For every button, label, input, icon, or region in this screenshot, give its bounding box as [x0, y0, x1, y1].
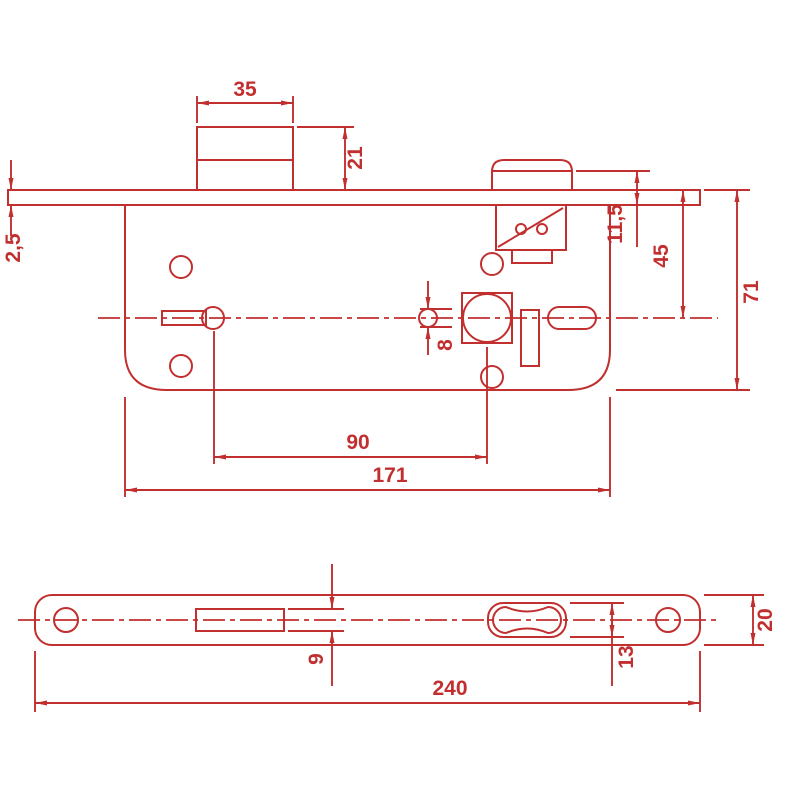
- front-view: [7, 126, 718, 391]
- dim-label-hook-step-height: 11,5: [604, 204, 627, 244]
- slide-slot: [520, 309, 540, 367]
- screw-hole: [480, 252, 504, 276]
- dim-label-overall-height: 71: [740, 280, 763, 304]
- dim-label-body-length: 171: [372, 464, 407, 487]
- dim-label-follower-hole: 8: [434, 339, 457, 351]
- faceplate-view: [18, 594, 718, 646]
- dim-label-plate-width: 20: [754, 608, 777, 631]
- faceplate-edge: [7, 189, 701, 206]
- faceplate-screw-hole: [53, 607, 79, 633]
- dim-label-latch-slot-height: 9: [305, 653, 328, 665]
- hook-pin-hole: [536, 223, 548, 235]
- screw-hole: [480, 365, 504, 389]
- screw-hole: [169, 354, 193, 378]
- hook-bolt-foot: [511, 249, 553, 264]
- dim-label-keyhole-to-follower: 90: [346, 431, 369, 454]
- dim-label-plate-length: 240: [432, 677, 467, 700]
- hook-bolt-top: [491, 159, 573, 190]
- hook-pin-hole: [515, 223, 527, 235]
- dim-label-latch-width: 35: [233, 78, 257, 101]
- hook-bolt-diagonal: [497, 207, 564, 248]
- dimension-lines: [8, 96, 764, 712]
- dimension-labels: 35 21 2,5 11,5 45 71 8 90 171 9 13 20 24…: [2, 78, 777, 700]
- screw-hole: [169, 255, 193, 279]
- roller-spool: [492, 605, 562, 635]
- latch-bolt: [196, 126, 294, 191]
- dim-label-faceplate-thickness: 2,5: [2, 233, 25, 263]
- dim-label-latch-height: 21: [344, 146, 367, 170]
- dim-label-faceplate-to-center: 45: [650, 244, 673, 268]
- lock-body: [124, 204, 611, 391]
- dim-label-roller-slot-height: 13: [615, 645, 638, 668]
